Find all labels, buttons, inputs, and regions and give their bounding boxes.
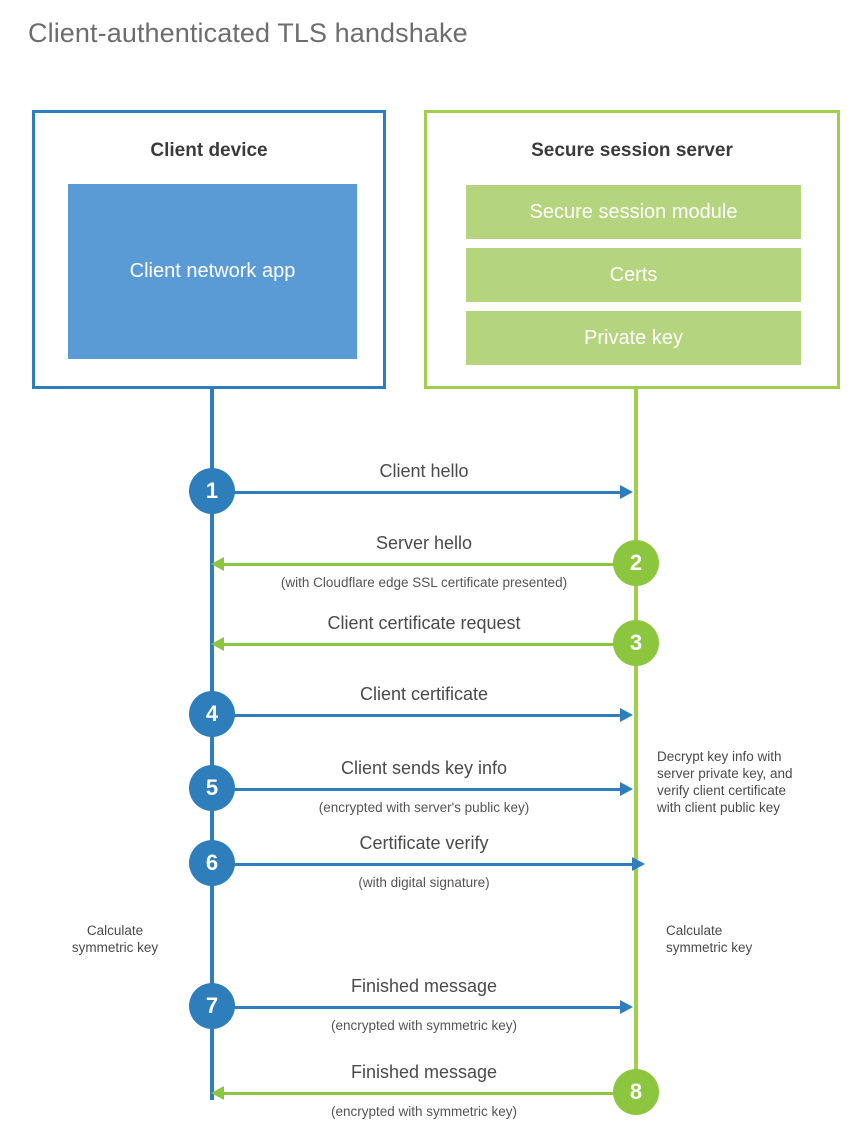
step-number-badge: 8 [613, 1069, 659, 1115]
message-label: Client hello [379, 461, 469, 481]
arrow-head-left-icon [211, 557, 224, 571]
arrow-head-left-icon [211, 637, 224, 651]
message-label: Finished message [350, 976, 498, 996]
arrow-line [224, 1092, 636, 1095]
arrow-line [212, 491, 622, 494]
step-number-badge: 6 [189, 840, 235, 886]
server-lifeline [634, 386, 638, 1100]
arrow-head-right-icon [620, 782, 633, 796]
step-number-badge: 3 [613, 620, 659, 666]
step-number-badge: 7 [189, 983, 235, 1029]
secure-session-server-title: Secure session server [531, 140, 733, 161]
arrow-line [224, 563, 636, 566]
server-component-secure-session-module: Secure session module [466, 185, 801, 239]
annotation-line: server private key, and [657, 766, 793, 781]
annotation-line: symmetric key [71, 940, 159, 955]
annotation-line: Calculate [86, 923, 144, 938]
step-number-badge: 5 [189, 765, 235, 811]
message-label: Client certificate [359, 684, 489, 704]
step-number-badge: 2 [613, 540, 659, 586]
annotation-calculate-symmetric-key-server: Calculate symmetric key [666, 922, 846, 956]
message-sublabel: (with digital signature) [358, 875, 490, 890]
server-component-private-key: Private key [466, 311, 801, 365]
annotation-line: verify client certificate [657, 783, 787, 798]
step-number-badge: 4 [189, 691, 235, 737]
client-device-title: Client device [150, 140, 268, 161]
annotation-calculate-symmetric-key-client: Calculate symmetric key [32, 922, 198, 956]
arrow-head-right-icon [632, 857, 645, 871]
arrow-head-right-icon [620, 1000, 633, 1014]
annotation-line: Calculate [666, 923, 723, 938]
arrow-head-right-icon [620, 485, 633, 499]
arrow-line [224, 643, 636, 646]
arrow-line [212, 714, 622, 717]
arrow-head-left-icon [211, 1086, 224, 1100]
message-label: Client sends key info [340, 758, 508, 778]
client-lifeline [210, 386, 214, 1100]
message-label: Server hello [375, 533, 473, 553]
server-component-certs: Certs [466, 248, 801, 302]
secure-session-server-panel: Secure session server Secure session mod… [424, 110, 840, 389]
annotation-line: Decrypt key info with [657, 749, 782, 764]
message-sublabel: (encrypted with symmetric key) [330, 1104, 518, 1119]
message-label: Finished message [350, 1062, 498, 1082]
client-device-panel: Client device Client network app [32, 110, 386, 389]
message-label: Client certificate request [327, 613, 521, 633]
message-sublabel: (encrypted with server's public key) [318, 800, 530, 815]
arrow-line [212, 1006, 622, 1009]
annotation-line: with client public key [657, 800, 781, 815]
annotation-line: symmetric key [666, 940, 753, 955]
message-sublabel: (with Cloudflare edge SSL certificate pr… [280, 575, 568, 590]
annotation-decrypt-key-info: Decrypt key info with server private key… [657, 748, 847, 816]
message-sublabel: (encrypted with symmetric key) [330, 1018, 518, 1033]
arrow-line [212, 788, 622, 791]
page-title: Client-authenticated TLS handshake [28, 18, 468, 48]
message-label: Certificate verify [359, 833, 489, 853]
arrow-line [212, 863, 634, 866]
step-number-badge: 1 [189, 468, 235, 514]
arrow-head-right-icon [620, 708, 633, 722]
client-network-app-block: Client network app [68, 184, 357, 359]
